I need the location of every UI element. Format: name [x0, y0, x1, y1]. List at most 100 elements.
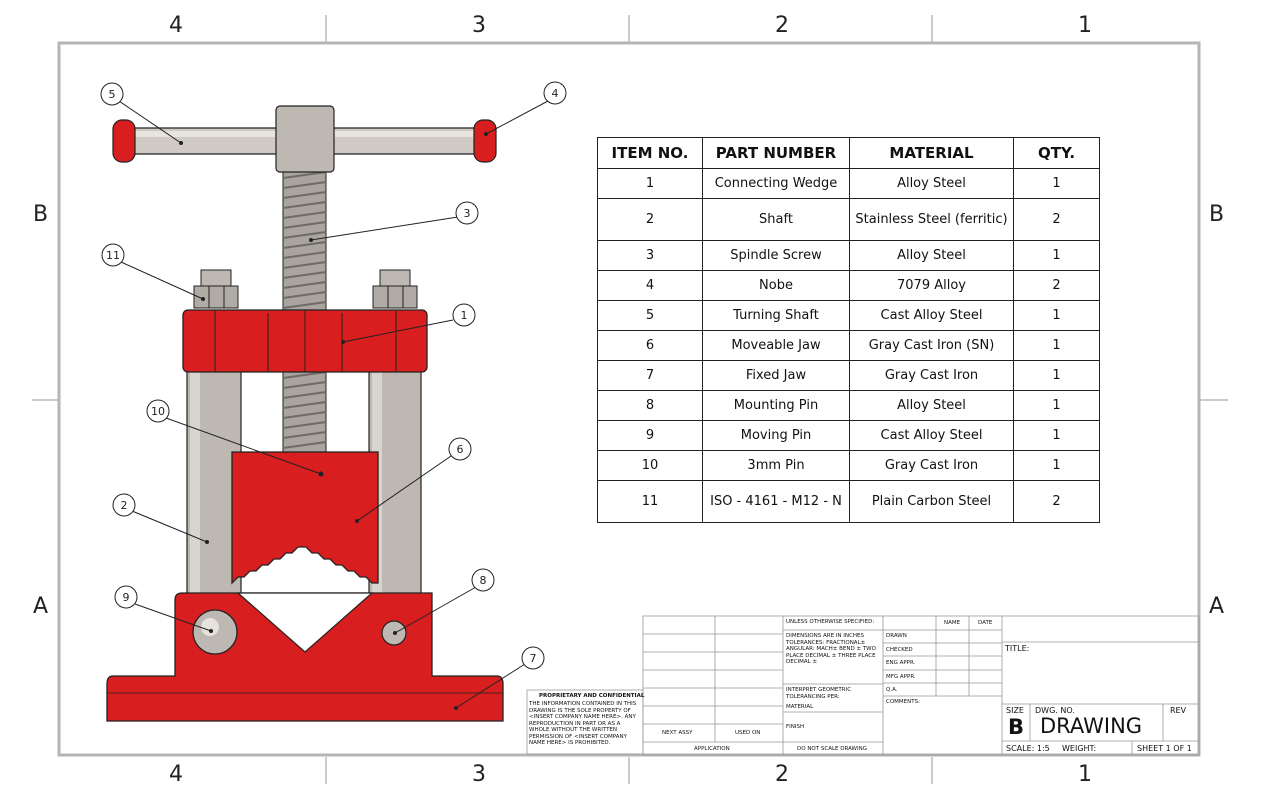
drawing-border [57, 41, 1201, 757]
balloon-7: 7 [530, 652, 537, 665]
application-label: APPLICATION [694, 746, 730, 752]
table-row: 8 Mounting Pin Alloy Steel 1 [597, 390, 1100, 421]
finish-label: FINISH [786, 724, 805, 730]
table-row: 10 3mm Pin Gray Cast Iron 1 [597, 450, 1100, 481]
zone-ticks [32, 15, 1228, 784]
rev-label: REV [1170, 706, 1187, 715]
balloon-10: 10 [151, 405, 165, 418]
date-column-label: DATE [978, 620, 993, 626]
bom-part: Connecting Wedge [702, 168, 850, 199]
zone-row-b-right: B [1209, 202, 1225, 227]
bom-material: Cast Alloy Steel [849, 420, 1014, 451]
bom-material: Cast Alloy Steel [849, 300, 1014, 331]
bom-part: Spindle Screw [702, 240, 850, 271]
bom-header-part: PART NUMBER [702, 137, 850, 169]
bom-part: Nobe [702, 270, 850, 301]
bom-qty: 1 [1013, 420, 1100, 451]
bom-part: Moving Pin [702, 420, 850, 451]
title-block-grid [526, 615, 1200, 756]
bom-qty: 1 [1013, 168, 1100, 199]
bom-qty: 1 [1013, 330, 1100, 361]
bom-material: Alloy Steel [849, 390, 1014, 421]
bom-item: 2 [597, 198, 703, 241]
right-knob [473, 119, 497, 163]
bom-material: 7079 Alloy [849, 270, 1014, 301]
bom-qty: 1 [1013, 450, 1100, 481]
zone-col-1-top: 1 [1078, 13, 1092, 38]
zone-row-b-left: B [33, 202, 49, 227]
balloon-4: 4 [552, 87, 559, 100]
bom-qty: 1 [1013, 300, 1100, 331]
bom-item: 11 [597, 480, 703, 523]
bom-part: Moveable Jaw [702, 330, 850, 361]
bom-item: 5 [597, 300, 703, 331]
balloon-11: 11 [106, 249, 120, 262]
balloon-5: 5 [109, 88, 116, 101]
proprietary-heading: PROPRIETARY AND CONFIDENTIAL [539, 693, 645, 699]
interpret-tolerancing: INTERPRET GEOMETRIC TOLERANCING PER: [786, 687, 852, 700]
bom-qty: 1 [1013, 360, 1100, 391]
bill-of-materials-table: ITEM NO. PART NUMBER MATERIAL QTY. 1 Con… [597, 137, 1100, 523]
bom-qty: 2 [1013, 270, 1100, 301]
zone-col-1-bottom: 1 [1078, 762, 1092, 787]
table-row: 9 Moving Pin Cast Alloy Steel 1 [597, 420, 1100, 451]
bom-material: Alloy Steel [849, 240, 1014, 271]
bom-material: Gray Cast Iron (SN) [849, 330, 1014, 361]
bom-qty: 1 [1013, 240, 1100, 271]
drawn-label: DRAWN [886, 633, 907, 639]
bom-material: Plain Carbon Steel [849, 480, 1014, 523]
material-label: MATERIAL [786, 704, 814, 710]
bom-qty: 2 [1013, 198, 1100, 241]
bom-item: 8 [597, 390, 703, 421]
bom-item: 1 [597, 168, 703, 199]
bom-item: 3 [597, 240, 703, 271]
bom-header-material: MATERIAL [849, 137, 1014, 169]
table-row: 1 Connecting Wedge Alloy Steel 1 [597, 168, 1100, 199]
bom-material: Stainless Steel (ferritic) [849, 198, 1014, 241]
checked-label: CHECKED [886, 647, 913, 653]
mfg-appr-label: MFG APPR. [886, 674, 916, 680]
bom-item: 9 [597, 420, 703, 451]
table-row: 2 Shaft Stainless Steel (ferritic) 2 [597, 198, 1100, 241]
bom-part: 3mm Pin [702, 450, 850, 481]
bom-material: Alloy Steel [849, 168, 1014, 199]
next-assy-label: NEXT ASSY [662, 730, 693, 736]
weight-label: WEIGHT: [1062, 744, 1097, 753]
zone-col-3-top: 3 [472, 13, 486, 38]
sheet-label: SHEET 1 OF 1 [1137, 744, 1192, 753]
right-hex-nut [372, 269, 418, 309]
table-row: 6 Moveable Jaw Gray Cast Iron (SN) 1 [597, 330, 1100, 361]
qa-label: Q.A. [886, 687, 898, 693]
bom-qty: 1 [1013, 390, 1100, 421]
screw-hub [275, 105, 335, 173]
dwg-no-label: DWG. NO. [1035, 706, 1075, 715]
balloon-6: 6 [457, 443, 464, 456]
bom-item: 6 [597, 330, 703, 361]
table-row: 4 Nobe 7079 Alloy 2 [597, 270, 1100, 301]
bom-part: ISO - 4161 - M12 - N [702, 480, 850, 523]
pipe-vise-illustration [106, 105, 504, 722]
do-not-scale-label: DO NOT SCALE DRAWING [797, 746, 867, 752]
size-value: B [1008, 715, 1025, 739]
dwg-no-value: DRAWING [1040, 714, 1143, 738]
table-row: 11 ISO - 4161 - M12 - N Plain Carbon Ste… [597, 480, 1100, 523]
zone-col-2-bottom: 2 [775, 762, 789, 787]
bom-part: Fixed Jaw [702, 360, 850, 391]
moveable-jaw [231, 451, 379, 585]
scale-label: SCALE: 1:5 [1006, 744, 1050, 753]
bom-item: 10 [597, 450, 703, 481]
leader-lines [118, 100, 549, 709]
table-row: 5 Turning Shaft Cast Alloy Steel 1 [597, 300, 1100, 331]
balloon-2: 2 [121, 499, 128, 512]
zone-col-4-top: 4 [169, 13, 183, 38]
left-hex-nut [193, 269, 239, 309]
bom-item: 4 [597, 270, 703, 301]
zone-col-2-top: 2 [775, 13, 789, 38]
title-label: TITLE: [1005, 644, 1030, 653]
balloon-9: 9 [123, 591, 130, 604]
size-label: SIZE [1006, 706, 1024, 715]
bom-material: Gray Cast Iron [849, 360, 1014, 391]
bom-header-item: ITEM NO. [597, 137, 703, 169]
bom-item: 7 [597, 360, 703, 391]
